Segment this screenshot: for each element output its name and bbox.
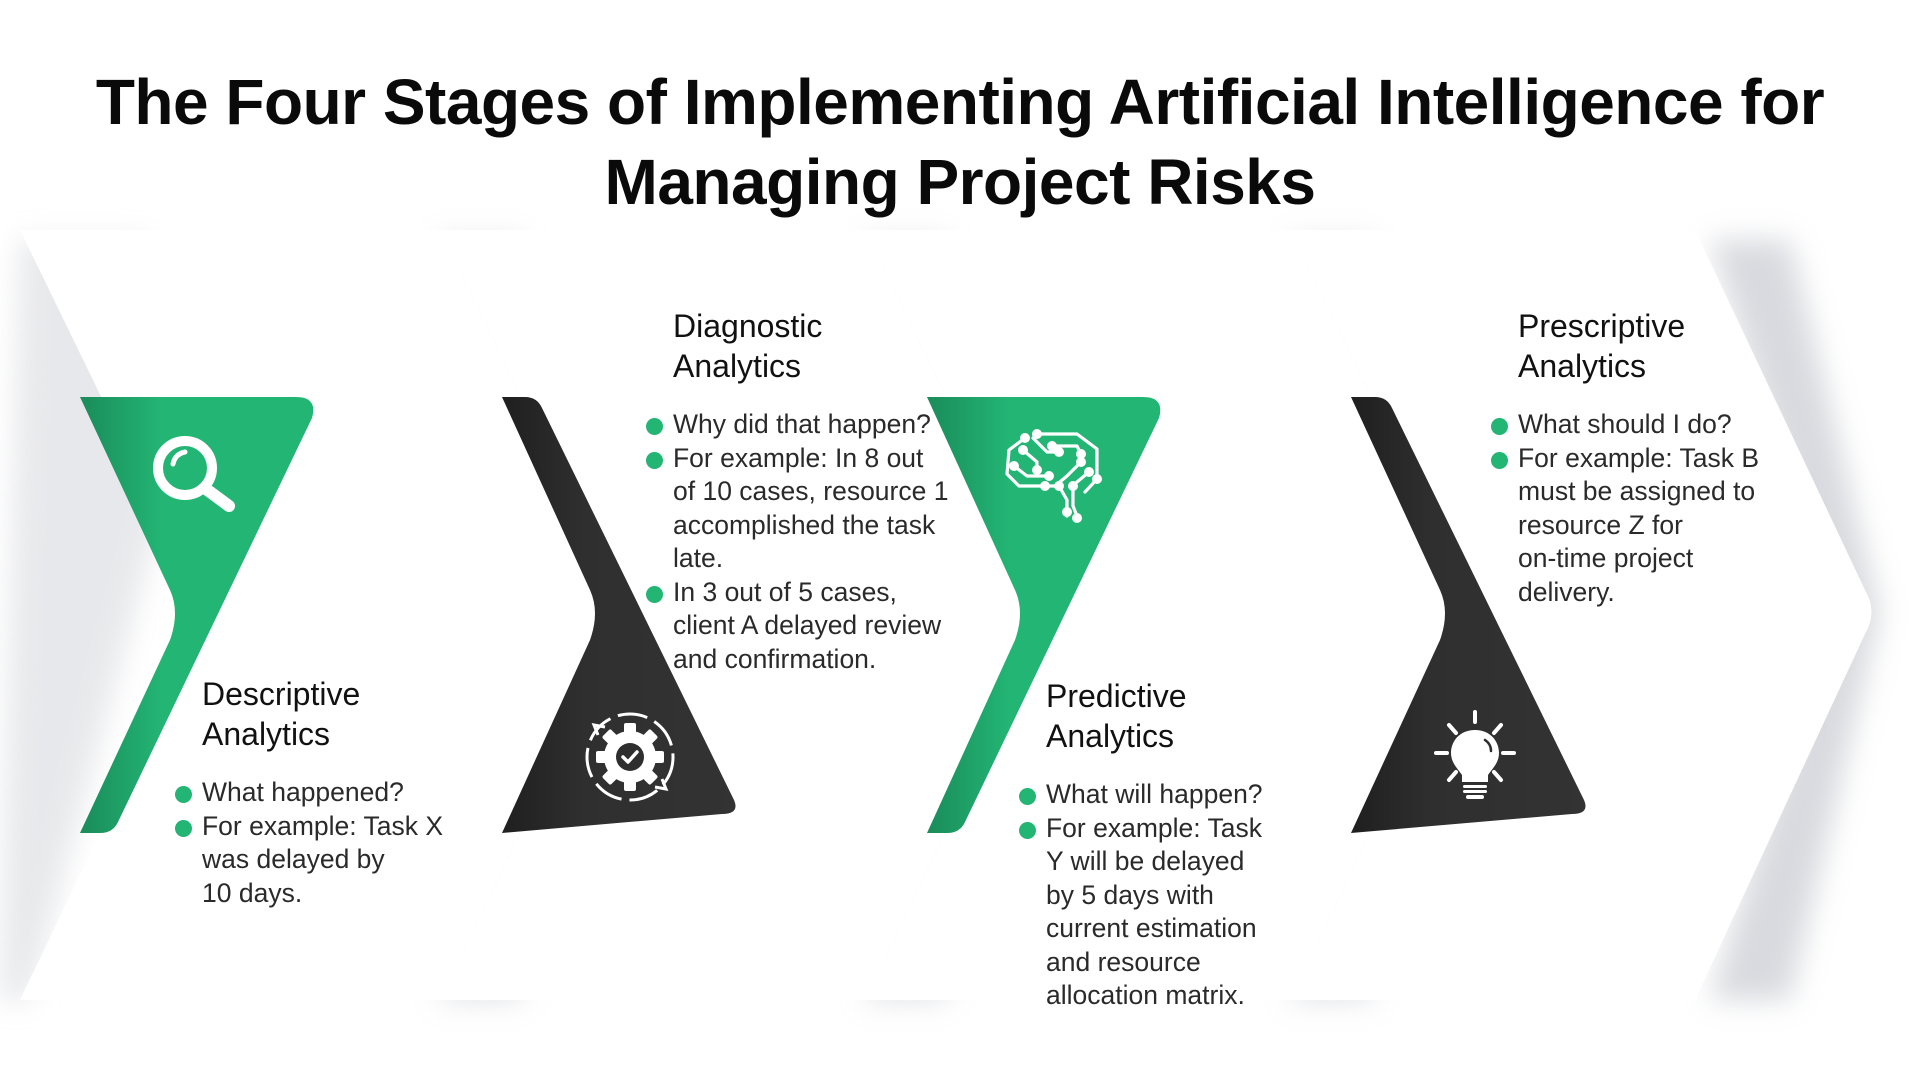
stage-predictive: Predictive Analytics What will happen? F… <box>1019 676 1263 1013</box>
bullet-text: What should I do? <box>1518 409 1732 439</box>
bullet-text: allocation matrix. <box>1046 980 1245 1010</box>
bullet-dot-icon <box>175 786 192 803</box>
stage-4-shape <box>1351 397 1586 833</box>
bullet-text: For example: Task B <box>1518 442 1760 473</box>
stage-title: Descriptive Analytics <box>202 674 443 754</box>
bullet-dot-icon <box>646 451 663 469</box>
stage-1-shape <box>80 397 314 833</box>
bullet-text: client A delayed review <box>673 610 942 640</box>
bullet-text: Y will be delayed <box>1046 846 1245 876</box>
bullet-item: For example: Task X was delayed by 10 da… <box>175 810 444 911</box>
bullet-item: What should I do? <box>1491 408 1759 442</box>
circuit-brain-icon <box>1005 429 1102 523</box>
bullet-list: What will happen? For example: Task Y wi… <box>1019 778 1263 1013</box>
bullet-list: What should I do? For example: Task B mu… <box>1491 408 1760 610</box>
bullet-text: current estimation <box>1046 913 1257 943</box>
bullet-item: What happened? <box>175 776 443 810</box>
bullet-text: Why did that happen? <box>673 409 931 439</box>
bullet-item: For example: In 8 out of 10 cases, resou… <box>646 442 949 576</box>
bullet-item: In 3 out of 5 cases, client A delayed re… <box>646 576 948 677</box>
stage-title: Predictive Analytics <box>1046 676 1263 756</box>
stage-title-line-2: Analytics <box>1518 348 1647 384</box>
gear-check-icon <box>585 712 675 802</box>
stage-title: Diagnostic Analytics <box>673 306 948 386</box>
bullet-text: For example: In 8 out <box>673 442 924 473</box>
bullet-item: What will happen? <box>1019 778 1263 812</box>
lightbulb-icon <box>1434 710 1516 799</box>
page-title-line-2: Managing Project Risks <box>604 146 1316 218</box>
stage-title-line-1: Prescriptive <box>1518 308 1686 344</box>
stage-3-shape <box>927 397 1161 833</box>
bullet-text: on-time project <box>1518 543 1694 573</box>
bullet-text: In 3 out of 5 cases, <box>673 576 897 607</box>
stage-title-line-2: Analytics <box>1046 718 1175 754</box>
bullet-dot-icon <box>646 585 663 603</box>
stage-descriptive: Descriptive Analytics What happened? For… <box>175 674 444 911</box>
bullet-dot-icon <box>1491 451 1508 469</box>
bullet-dot-icon <box>1019 821 1036 839</box>
bullet-text: 10 days. <box>202 877 303 908</box>
stage-title-line-2: Analytics <box>202 716 331 752</box>
bullet-text: must be assigned to <box>1518 476 1756 506</box>
bullet-text: For example: Task <box>1046 812 1263 843</box>
bullet-text: resource Z for <box>1518 509 1683 540</box>
stage-title: Prescriptive Analytics <box>1518 306 1759 386</box>
stage-2-shape <box>502 397 736 833</box>
bullet-item: For example: Task Y will be delayed by 5… <box>1019 812 1263 1013</box>
bullet-text: was delayed by <box>202 844 385 874</box>
bullet-text: For example: Task X <box>202 810 444 841</box>
bullet-text: of 10 cases, resource 1 <box>673 476 949 506</box>
bullet-text: What will happen? <box>1046 779 1263 809</box>
bullet-list: What happened? For example: Task X was d… <box>175 776 444 911</box>
bullet-list: Why did that happen? For example: In 8 o… <box>646 408 949 677</box>
bullet-text: delivery. <box>1518 576 1615 607</box>
stage-title-line-2: Analytics <box>673 348 802 384</box>
bullet-dot-icon <box>1019 788 1036 805</box>
bullet-dot-icon <box>1491 418 1508 435</box>
bullet-dot-icon <box>175 819 192 837</box>
bullet-text: late. <box>673 543 724 573</box>
stage-title-line-1: Diagnostic <box>673 308 823 344</box>
bullet-text: What happened? <box>202 777 404 807</box>
stage-prescriptive: Prescriptive Analytics What should I do?… <box>1491 306 1760 610</box>
bullet-item: For example: Task B must be assigned to … <box>1491 442 1760 610</box>
page-title-line-1: The Four Stages of Implementing Artifici… <box>95 66 1825 138</box>
bullet-item: Why did that happen? <box>646 408 948 442</box>
page-title: The Four Stages of Implementing Artifici… <box>0 62 1920 222</box>
bullet-text: and confirmation. <box>673 643 877 674</box>
bullet-text: by 5 days with <box>1046 879 1214 910</box>
bullet-dot-icon <box>646 418 663 435</box>
stage-title-line-1: Predictive <box>1046 678 1187 714</box>
bullet-text: accomplished the task <box>673 509 936 540</box>
magnifier-icon <box>153 436 235 512</box>
stage-diagnostic: Diagnostic Analytics Why did that happen… <box>646 306 949 677</box>
stage-title-line-1: Descriptive <box>202 676 361 712</box>
bullet-text: and resource <box>1046 946 1201 977</box>
